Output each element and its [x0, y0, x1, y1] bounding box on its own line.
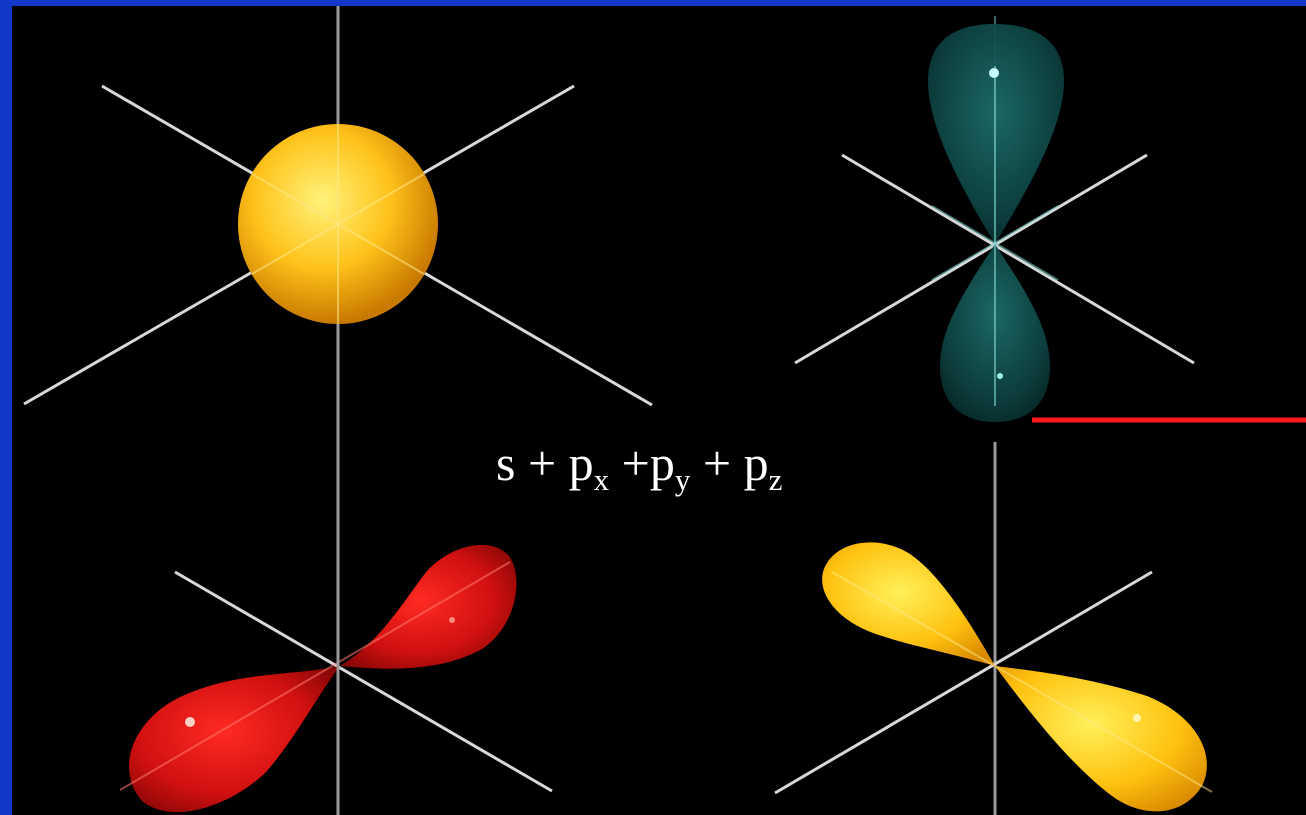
highlight-dot [997, 373, 1003, 379]
p-orbital-gold-figure [775, 442, 1212, 815]
formula-sub-y: y [675, 462, 691, 497]
orbital-drawing [12, 6, 1306, 815]
axis-line [120, 562, 510, 790]
highlight-dot [449, 617, 455, 623]
p-orbital-lobe [995, 666, 1207, 811]
formula-sub-z: z [769, 462, 783, 497]
formula-plus: + [703, 435, 731, 491]
highlight-dot [989, 68, 999, 78]
formula-p: p [744, 435, 769, 491]
formula-plus: + [528, 435, 556, 491]
p-orbital-lobe [822, 542, 995, 666]
highlight-dot [185, 717, 195, 727]
p-orbital-red-figure [120, 406, 552, 815]
formula-sub-x: x [594, 462, 610, 497]
highlight-dot [1133, 714, 1141, 722]
formula-p: p [569, 435, 594, 491]
formula-s: s [496, 435, 515, 491]
orbital-diagram: s + px +py + pz [12, 6, 1306, 815]
formula-plus: + [622, 435, 650, 491]
p-orbital-teal-figure [795, 16, 1194, 422]
p-orbital-lobe [129, 666, 340, 812]
formula-p: p [650, 435, 675, 491]
hybridization-formula: s + px +py + pz [496, 438, 782, 495]
p-orbital-lobe [340, 545, 516, 669]
